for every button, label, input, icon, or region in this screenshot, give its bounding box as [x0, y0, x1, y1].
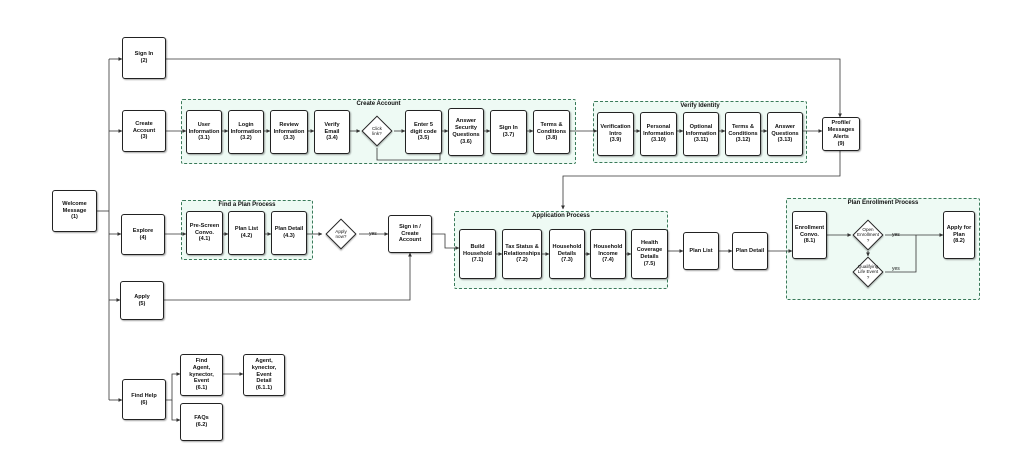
welcome-message-node[interactable]: Welcome Message (1) [52, 190, 97, 232]
faqs-node[interactable]: FAQs (6.2) [180, 403, 223, 441]
plan-detail-node[interactable]: Plan Detail [732, 232, 768, 270]
plan-detail-4-3-node[interactable]: Plan Detail (4.3) [271, 211, 307, 255]
explore-node[interactable]: Explore (4) [121, 214, 165, 255]
answer-questions-node[interactable]: Answer Questions (3.13) [767, 112, 803, 156]
plan-list-4-2-node[interactable]: Plan List (4.2) [228, 211, 265, 255]
open-enrollment-decision[interactable]: Open Enrollment ? [851, 218, 885, 252]
apply-for-plan-node[interactable]: Apply for Plan (8.2) [943, 211, 975, 259]
find-help-node[interactable]: Find Help (6) [122, 379, 166, 420]
verify-email-node[interactable]: Verify Email (3.4) [314, 110, 350, 154]
find-agent-node[interactable]: Find Agent, kynector, Event (6.1) [180, 354, 223, 396]
verification-intro-node[interactable]: Verification Intro (3.9) [597, 112, 634, 156]
terms-3-8-node[interactable]: Terms & Conditions (3.8) [533, 110, 570, 154]
personal-information-node[interactable]: Personal Information (3.10) [640, 112, 677, 156]
qualifying-event-label: Qualifying Life Event ? [857, 263, 879, 280]
enrollment-convo-node[interactable]: Enrollment Convo. (8.1) [792, 211, 827, 259]
user-information-node[interactable]: User Information (3.1) [186, 110, 222, 154]
pre-screen-node[interactable]: Pre-Screen Convo. (4.1) [186, 211, 223, 255]
sign-in-create-account-node[interactable]: Sign in / Create Account [388, 215, 432, 253]
apply-node[interactable]: Apply (5) [120, 281, 164, 320]
group-title-create-account: Create Account [356, 101, 401, 107]
group-title-verify-identity: Verify Identity [680, 103, 720, 109]
qualifying-event-decision[interactable]: Qualifying Life Event ? [851, 255, 885, 289]
group-title-plan-enrollment: Plan Enrollment Process [847, 200, 919, 206]
group-title-application: Application Process [532, 213, 590, 219]
apply-now-label: Apply now? [335, 228, 347, 240]
group-title-find-plan: Find a Plan Process [218, 202, 276, 208]
agent-detail-node[interactable]: Agent, kynector, Event Detail (6.1.1) [243, 354, 285, 396]
enter-code-node[interactable]: Enter 5 digit code (3.5) [405, 110, 442, 154]
yes-label: yes [892, 232, 900, 238]
open-enrollment-label: Open Enrollment ? [857, 226, 879, 243]
review-information-node[interactable]: Review Information (3.3) [270, 110, 308, 154]
build-household-node[interactable]: Build Household (7.1) [459, 229, 496, 279]
optional-information-node[interactable]: Optional Information (3.11) [683, 112, 719, 156]
terms-3-12-node[interactable]: Terms & Conditions (3.12) [725, 112, 761, 156]
health-coverage-node[interactable]: Health Coverage Details (7.5) [631, 229, 668, 279]
yes-label: yes [892, 266, 900, 272]
create-account-node[interactable]: Create Account (3) [122, 110, 166, 152]
click-link-decision[interactable]: Click link? [360, 114, 394, 148]
tax-status-node[interactable]: Tax Status & Relationships (7.2) [502, 229, 542, 279]
sign-in-node[interactable]: Sign In (2) [122, 37, 166, 79]
plan-list-node[interactable]: Plan List [683, 232, 719, 270]
sign-in-3-7-node[interactable]: Sign In (3.7) [490, 110, 527, 154]
login-information-node[interactable]: Login Information (3.2) [228, 110, 264, 154]
security-questions-node[interactable]: Answer Security Questions (3.6) [448, 108, 484, 156]
yes-label: yes [369, 231, 377, 237]
apply-now-decision[interactable]: Apply now? [324, 217, 358, 251]
household-details-node[interactable]: Household Details (7.3) [549, 229, 585, 279]
profile-messages-node[interactable]: Profile/ Messages Alerts (9) [822, 117, 860, 151]
household-income-node[interactable]: Household Income (7.4) [590, 229, 626, 279]
click-link-label: Click link? [372, 125, 382, 137]
